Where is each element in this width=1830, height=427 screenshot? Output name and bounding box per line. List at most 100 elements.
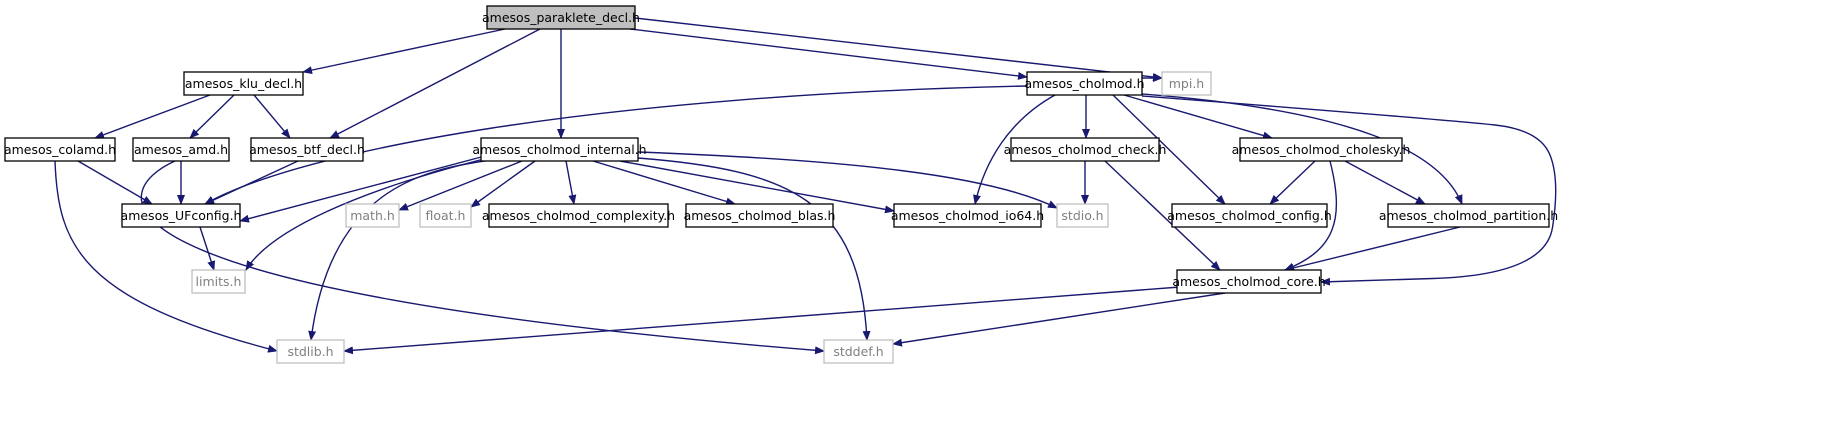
node-n12: math.h: [345, 203, 400, 228]
edges-layer: [54, 17, 1557, 355]
node-box: [121, 203, 241, 228]
node-box: [1239, 137, 1403, 162]
node-label: amesos_paraklete_decl.h: [482, 10, 640, 25]
node-label: math.h: [350, 208, 395, 223]
node-label: amesos_UFconfig.h: [121, 208, 242, 223]
node-label: amesos_cholmod_internal.h: [472, 142, 646, 157]
node-n10: stdlib.h: [276, 339, 345, 364]
node-n21[interactable]: amesos_cholmod_partition.h: [1379, 203, 1558, 228]
node-label: amesos_cholmod_check.h: [1004, 142, 1167, 157]
node-box: [276, 339, 345, 364]
node-box: [345, 203, 400, 228]
edge-n1-to-n2: [253, 94, 291, 139]
node-label: amesos_colamd.h: [4, 142, 116, 157]
node-box: [685, 203, 834, 228]
node-n22[interactable]: amesos_cholmod_core.h: [1172, 269, 1326, 294]
node-n9: limits.h: [191, 269, 246, 294]
node-n11: stddef.h: [823, 339, 894, 364]
node-label: amesos_cholmod_partition.h: [1379, 208, 1558, 223]
node-box: [4, 137, 116, 162]
edge-n3-to-n17: [637, 151, 1058, 209]
edge-n4-to-n19: [1123, 94, 1273, 140]
node-box: [1010, 137, 1160, 162]
node-label: stdio.h: [1061, 208, 1103, 223]
edge-n1-to-n7: [189, 94, 235, 139]
node-n3[interactable]: amesos_cholmod_internal.h: [472, 137, 647, 162]
node-box: [893, 203, 1042, 228]
node-box: [1171, 203, 1328, 228]
edge-n3-to-n11: [637, 157, 871, 341]
node-box: [488, 203, 669, 228]
edge-n3-to-n13: [470, 160, 536, 208]
edge-n8-to-n9: [199, 226, 216, 271]
node-label: amesos_cholmod_io64.h: [891, 208, 1044, 223]
node-n14[interactable]: amesos_cholmod_complexity.h: [482, 203, 675, 228]
edge-n3-to-n12: [398, 160, 523, 211]
edge-n0-to-n4: [629, 28, 1028, 80]
edge-n7-to-n11: [140, 160, 825, 355]
node-n19[interactable]: amesos_cholmod_cholesky.h: [1232, 137, 1411, 162]
edge-n3-to-n14: [565, 160, 577, 205]
node-box: [823, 339, 894, 364]
edge-n0-to-n5: [634, 17, 1163, 81]
node-n8[interactable]: amesos_UFconfig.h: [121, 203, 242, 228]
edge-n21-to-n22: [1284, 226, 1461, 272]
node-label: amesos_cholmod_config.h: [1167, 208, 1332, 223]
edge-n22-to-n10: [343, 286, 1181, 355]
edge-n3-to-n15: [592, 160, 736, 206]
node-n16[interactable]: amesos_cholmod_io64.h: [891, 203, 1044, 228]
node-box: [183, 71, 304, 96]
node-n5: mpi.h: [1161, 71, 1212, 96]
node-n20[interactable]: amesos_cholmod_config.h: [1167, 203, 1332, 228]
node-label: amesos_cholmod_core.h: [1172, 274, 1325, 289]
edge-n4-to-n8: [204, 85, 1028, 205]
node-box: [132, 137, 230, 162]
node-box: [191, 269, 246, 294]
node-n1[interactable]: amesos_klu_decl.h: [183, 71, 304, 96]
edge-n6-to-n10: [54, 160, 278, 353]
node-label: amesos_cholmod.h: [1024, 76, 1144, 91]
node-label: limits.h: [196, 274, 242, 289]
edge-n4-to-n22: [1141, 95, 1557, 286]
edge-n4-to-n16: [973, 94, 1056, 205]
node-n7[interactable]: amesos_amd.h: [132, 137, 230, 162]
node-n13: float.h: [419, 203, 472, 228]
node-label: amesos_cholmod_cholesky.h: [1232, 142, 1411, 157]
node-label: amesos_amd.h: [134, 142, 228, 157]
edge-n0-to-n2: [329, 28, 541, 139]
edge-n19-to-n21: [1344, 160, 1426, 205]
edge-n3-to-n16: [619, 160, 895, 214]
node-n4[interactable]: amesos_cholmod.h: [1024, 71, 1145, 96]
node-label: stdlib.h: [287, 344, 333, 359]
edge-n6-to-n8: [77, 160, 153, 205]
node-label: amesos_klu_decl.h: [185, 76, 302, 91]
node-label: float.h: [426, 208, 466, 223]
node-n15[interactable]: amesos_cholmod_blas.h: [684, 203, 836, 228]
node-n17: stdio.h: [1056, 203, 1109, 228]
edge-n19-to-n20: [1269, 160, 1316, 205]
node-box: [419, 203, 472, 228]
node-n2[interactable]: amesos_btf_decl.h: [249, 137, 365, 162]
edge-n0-to-n1: [302, 28, 506, 75]
node-box: [1176, 269, 1322, 294]
node-n18[interactable]: amesos_cholmod_check.h: [1004, 137, 1167, 162]
edge-n1-to-n6: [94, 94, 211, 139]
node-label: amesos_cholmod_complexity.h: [482, 208, 675, 223]
edge-n3-to-n10: [308, 159, 492, 341]
edge-n22-to-n11: [892, 292, 1226, 347]
node-box: [486, 5, 636, 30]
node-label: amesos_btf_decl.h: [249, 142, 365, 157]
edge-n19-to-n22: [1284, 160, 1338, 271]
edge-n18-to-n22: [1104, 160, 1221, 271]
node-n0[interactable]: amesos_paraklete_decl.h: [482, 5, 640, 30]
node-box: [480, 137, 639, 162]
edge-n3-to-n8: [239, 155, 486, 223]
nodes-layer: amesos_paraklete_decl.h amesos_klu_decl.h…: [4, 5, 1558, 364]
node-box: [1056, 203, 1109, 228]
node-n6[interactable]: amesos_colamd.h: [4, 137, 116, 162]
edge-n3-to-n9: [245, 157, 489, 271]
node-box: [250, 137, 364, 162]
node-box: [1026, 71, 1143, 96]
node-box: [1387, 203, 1550, 228]
